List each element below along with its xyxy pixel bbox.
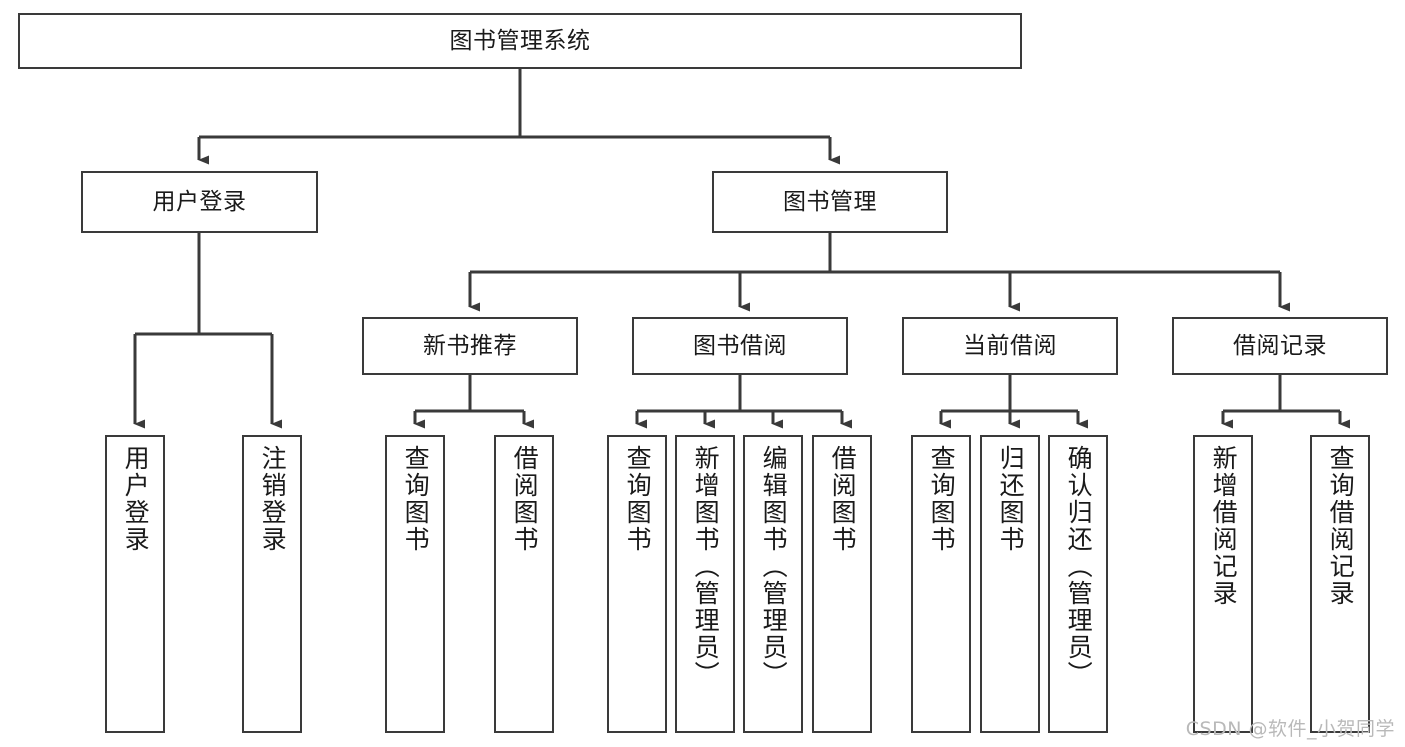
leaf-new-book-query-book[interactable]: 查询图书 (385, 435, 445, 733)
node-current-borrow[interactable]: 当前借阅 (902, 317, 1118, 375)
node-label: 查询图书 (401, 445, 431, 553)
node-label: 借阅图书 (510, 445, 540, 553)
node-label: 确认归还（管理员） (1064, 445, 1094, 688)
node-label: 注销登录 (258, 445, 288, 553)
leaf-user-login-logout[interactable]: 注销登录 (242, 435, 302, 733)
node-label: 新增图书（管理员） (691, 445, 721, 688)
node-label: 图书管理系统 (449, 27, 591, 54)
node-label: 新书推荐 (423, 332, 517, 359)
node-label: 当前借阅 (963, 332, 1057, 359)
node-borrow-record[interactable]: 借阅记录 (1172, 317, 1388, 375)
leaf-book-borrow-edit-book-admin[interactable]: 编辑图书（管理员） (743, 435, 803, 733)
leaf-current-borrow-confirm-return-admin[interactable]: 确认归还（管理员） (1048, 435, 1108, 733)
node-user-login[interactable]: 用户登录 (81, 171, 318, 233)
node-label: 图书借阅 (693, 332, 787, 359)
node-label: 查询图书 (927, 445, 957, 553)
leaf-book-borrow-add-book-admin[interactable]: 新增图书（管理员） (675, 435, 735, 733)
node-book-management[interactable]: 图书管理 (712, 171, 948, 233)
node-label: 归还图书 (996, 445, 1026, 553)
node-label: 查询图书 (623, 445, 653, 553)
leaf-new-book-borrow-book[interactable]: 借阅图书 (494, 435, 554, 733)
node-new-book-recommend[interactable]: 新书推荐 (362, 317, 578, 375)
leaf-current-borrow-return-book[interactable]: 归还图书 (980, 435, 1040, 733)
leaf-user-login-login[interactable]: 用户登录 (105, 435, 165, 733)
node-label: 图书管理 (783, 188, 877, 215)
node-label: 借阅图书 (828, 445, 858, 553)
node-label: 新增借阅记录 (1209, 445, 1239, 607)
leaf-borrow-record-add-record[interactable]: 新增借阅记录 (1193, 435, 1253, 733)
node-label: 查询借阅记录 (1326, 445, 1356, 607)
csdn-watermark: CSDN @软件_小贺同学 (1185, 718, 1395, 740)
node-label: 借阅记录 (1233, 332, 1327, 359)
leaf-borrow-record-query-record[interactable]: 查询借阅记录 (1310, 435, 1370, 733)
node-label: 编辑图书（管理员） (759, 445, 789, 688)
leaf-current-borrow-query-book[interactable]: 查询图书 (911, 435, 971, 733)
node-label: 用户登录 (121, 445, 151, 553)
node-root-book-management-system[interactable]: 图书管理系统 (18, 13, 1022, 69)
node-label: 用户登录 (152, 188, 247, 215)
node-book-borrow[interactable]: 图书借阅 (632, 317, 848, 375)
leaf-book-borrow-borrow-book[interactable]: 借阅图书 (812, 435, 872, 733)
leaf-book-borrow-query-book[interactable]: 查询图书 (607, 435, 667, 733)
